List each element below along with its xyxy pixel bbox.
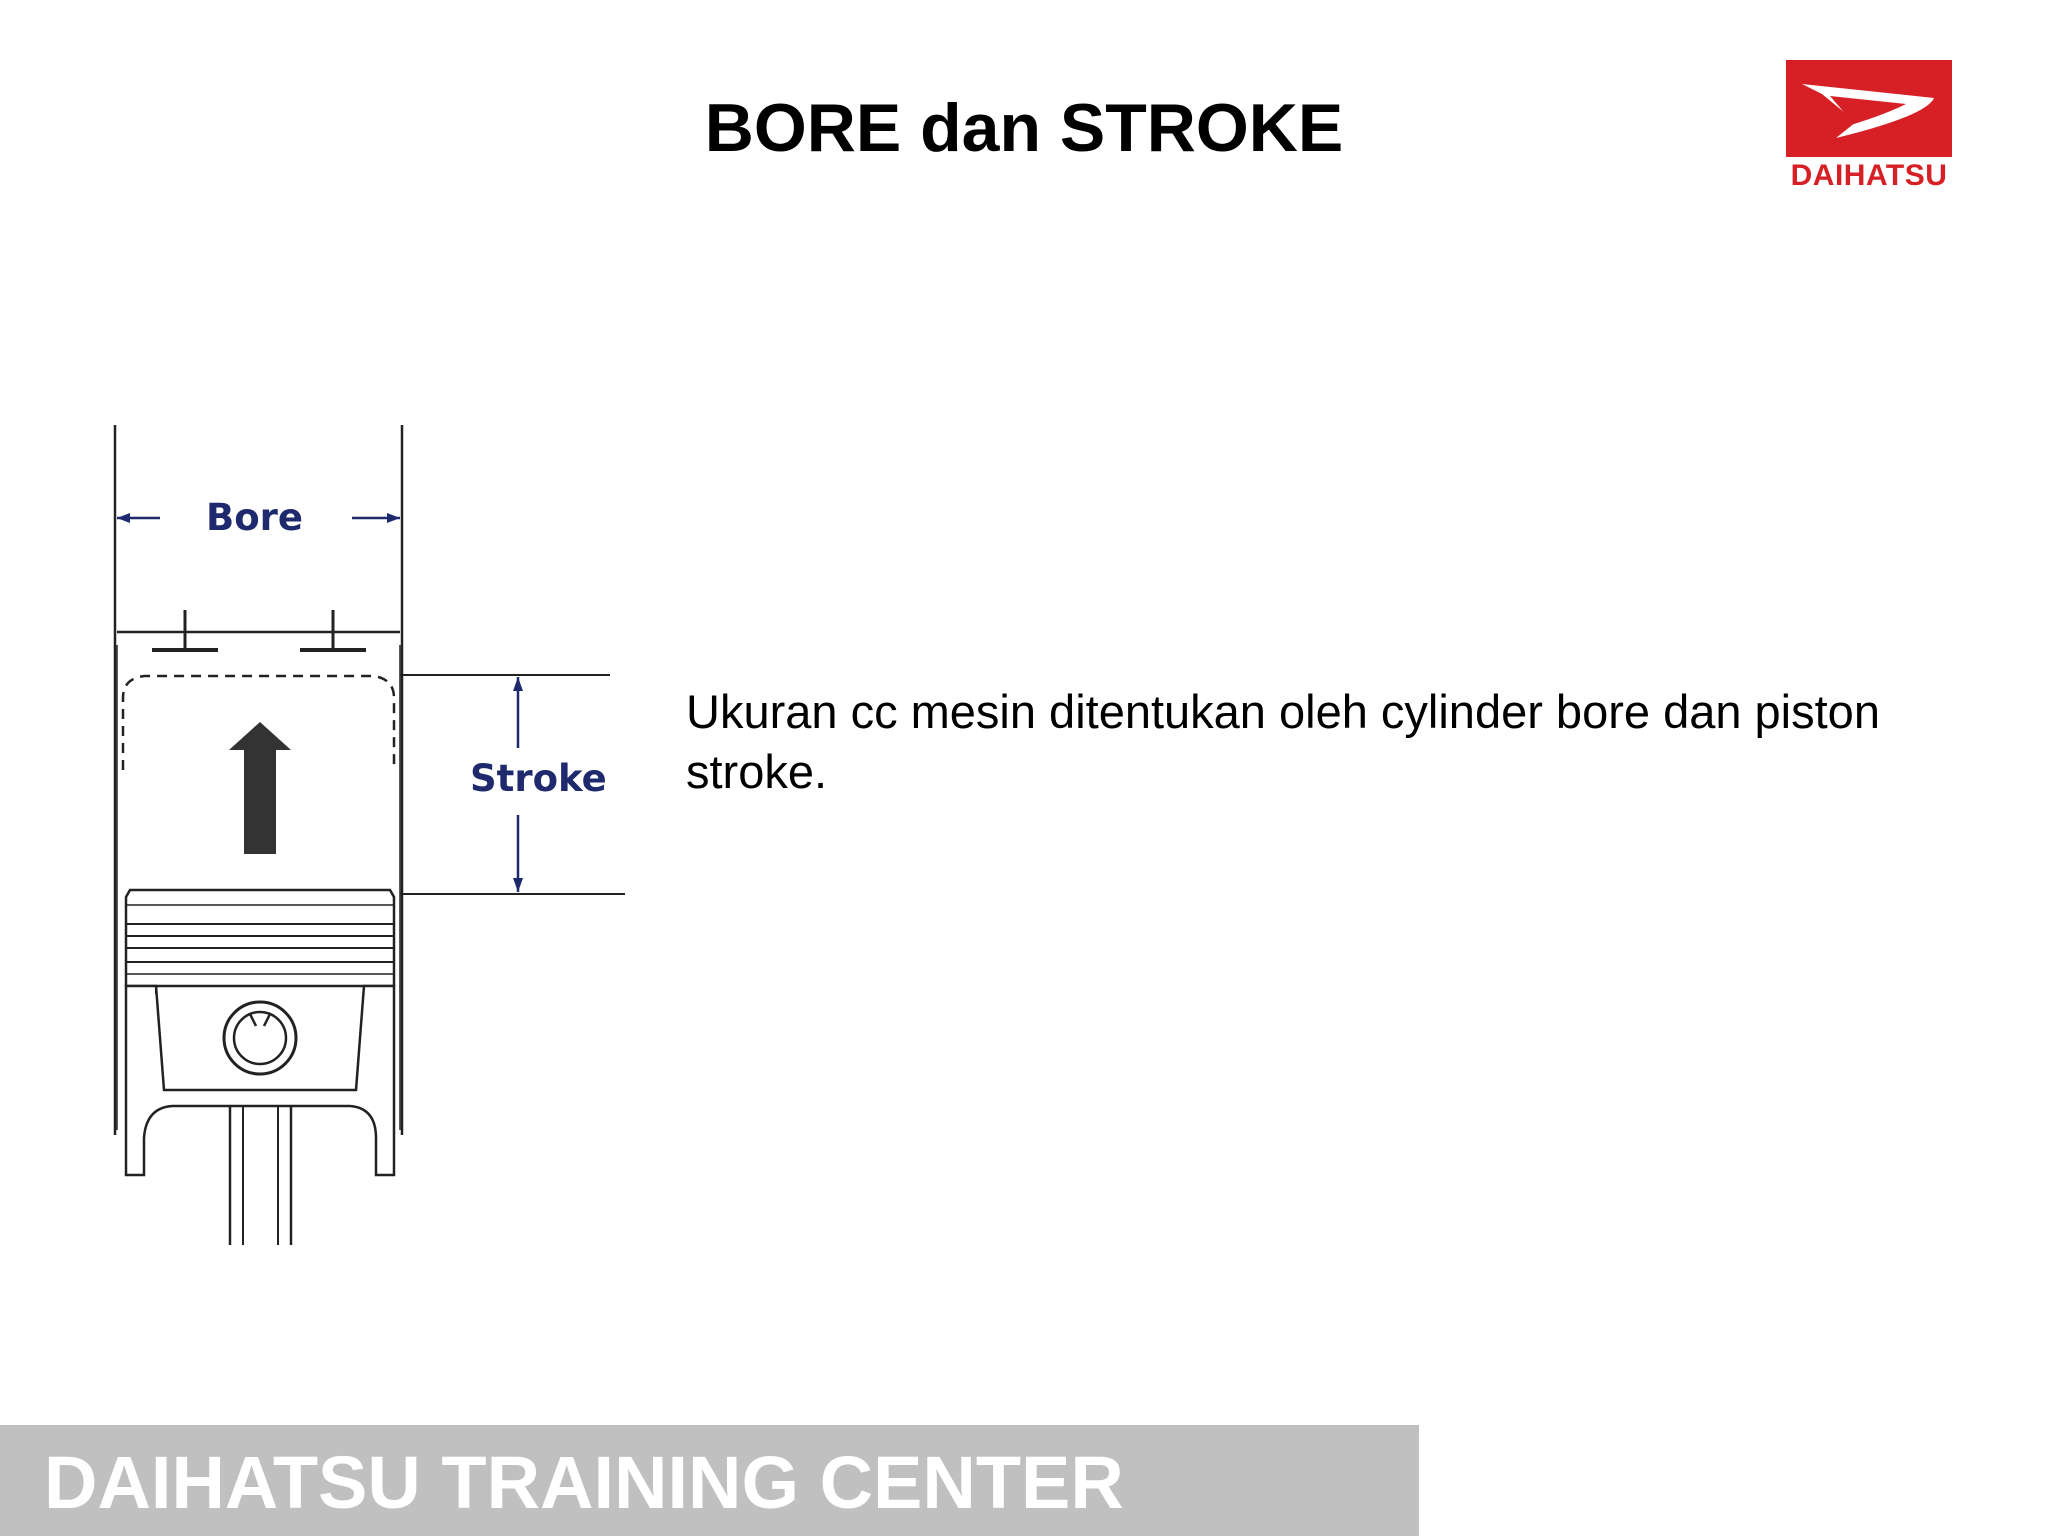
valve-left [152, 610, 218, 652]
slide-title: BORE dan STROKE [704, 90, 1344, 166]
daihatsu-d-icon [1802, 84, 1934, 138]
bore-label: Bore [206, 496, 303, 539]
piston-diagram: Bore Stroke [60, 400, 680, 1260]
piston-cylinder-illustration: Bore Stroke [113, 425, 625, 1245]
valve-right [300, 610, 366, 652]
stroke-dimension [513, 677, 523, 892]
stroke-label: Stroke [470, 757, 607, 800]
bore-dimension [117, 513, 400, 523]
daihatsu-logo: DAIHATSU [1786, 60, 1952, 200]
footer-text: DAIHATSU TRAINING CENTER [44, 1441, 1124, 1524]
piston [124, 888, 396, 1177]
daihatsu-logo-emblem [1786, 60, 1952, 157]
piston-motion-arrow-icon [229, 722, 291, 854]
slide-body-text: Ukuran cc mesin ditentukan oleh cylinder… [686, 685, 1880, 798]
logo-brand-text: DAIHATSU [1790, 159, 1948, 192]
connecting-rod [228, 1106, 293, 1245]
footer-bar [0, 1425, 1419, 1536]
